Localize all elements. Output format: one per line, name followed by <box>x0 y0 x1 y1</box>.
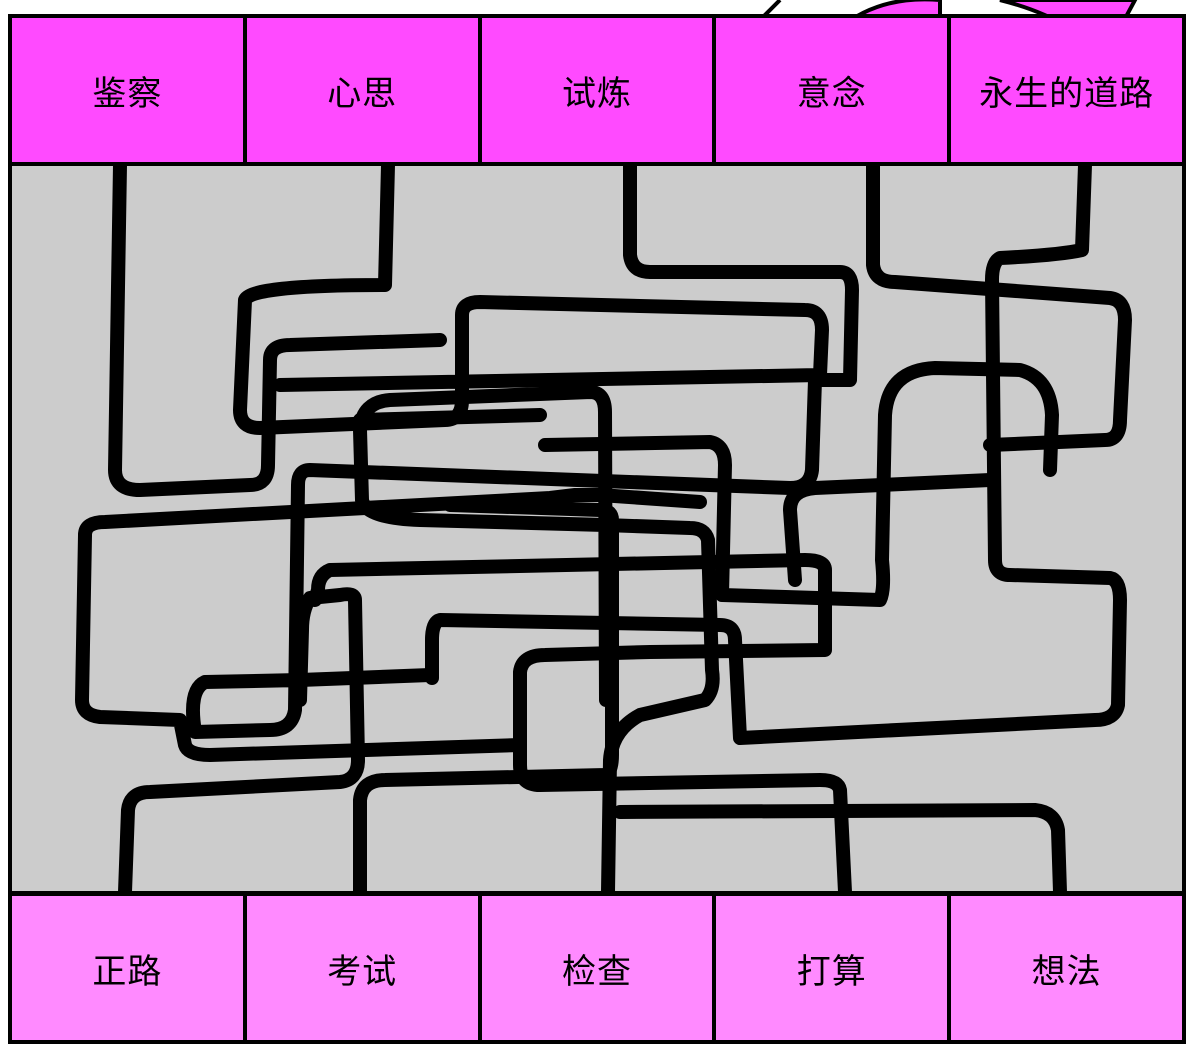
maze-path-3 <box>186 158 859 739</box>
bottom-label-cell-1[interactable]: 正路 <box>8 892 247 1044</box>
top-label-text: 试炼 <box>561 73 632 114</box>
maze-path-10 <box>613 803 1067 899</box>
bottom-label-cell-2[interactable]: 考试 <box>242 892 482 1044</box>
top-label-text: 心思 <box>327 73 398 114</box>
top-label-text: 意念 <box>796 73 867 114</box>
top-label-cell-1[interactable]: 鉴察 <box>8 14 247 166</box>
bottom-label-text: 考试 <box>327 951 398 992</box>
top-label-cell-3[interactable]: 试炼 <box>477 14 717 166</box>
top-label-cell-2[interactable]: 心思 <box>242 14 482 166</box>
maze-path-5 <box>425 158 1127 745</box>
maze-path-4 <box>866 158 1132 452</box>
maze-path-9 <box>308 553 852 899</box>
maze-path-14 <box>783 473 997 587</box>
maze-path-6 <box>118 587 365 899</box>
bottom-label-cell-3[interactable]: 检查 <box>477 892 717 1044</box>
maze-path-1 <box>108 158 447 497</box>
bottom-label-text: 打算 <box>796 951 867 992</box>
bottom-label-cell-4[interactable]: 打算 <box>712 892 952 1044</box>
top-label-cell-4[interactable]: 意念 <box>712 14 952 166</box>
maze-path-15 <box>353 408 547 427</box>
bottom-end-row: 正路 考试 检查 打算 想法 <box>8 892 1186 1044</box>
maze-path-11 <box>538 361 1059 607</box>
maze-path-8 <box>353 385 720 899</box>
top-start-row: 鉴察 心思 试炼 意念 永生的道路 <box>8 14 1186 166</box>
top-label-cell-5[interactable]: 永生的道路 <box>947 14 1186 166</box>
maze-path-13 <box>75 528 527 762</box>
top-label-text: 永生的道路 <box>979 73 1155 114</box>
bottom-label-cell-5[interactable]: 想法 <box>947 892 1186 1044</box>
bottom-label-text: 想法 <box>1031 951 1102 992</box>
bottom-label-text: 正路 <box>92 951 163 992</box>
bottom-label-text: 检查 <box>561 951 632 992</box>
top-label-text: 鉴察 <box>92 73 163 114</box>
